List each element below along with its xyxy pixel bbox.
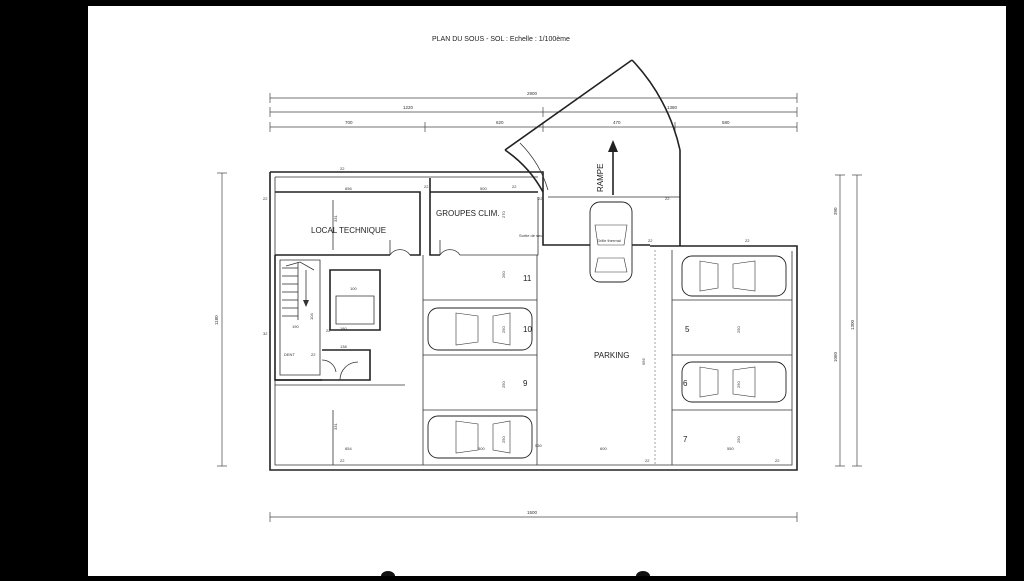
space-number: 11 xyxy=(523,274,532,283)
sortie-label: Sortie de sec xyxy=(519,233,542,238)
dim-label: 138 xyxy=(340,344,347,349)
dim-label: 500 xyxy=(478,446,485,451)
ramp-arrow-icon xyxy=(608,140,618,152)
dim-top-left: 1220 xyxy=(403,105,414,110)
car-space-10 xyxy=(427,307,533,351)
dim-label: 250 xyxy=(501,436,506,443)
dim-label: 331 xyxy=(333,215,338,222)
dim-right-a: 390 xyxy=(833,207,838,215)
dim-label: 22 xyxy=(263,196,268,201)
dim-label: 250 xyxy=(501,381,506,388)
space-number: 10 xyxy=(523,325,532,334)
ramp: RAMPE xyxy=(504,59,681,195)
staircase xyxy=(282,261,315,320)
dimension-lines-side: 1180 390 1060 1300 xyxy=(214,172,862,467)
plan-title: PLAN DU SOUS - SOL : Echelle : 1/100ème xyxy=(432,36,570,43)
parking-space-numbers: 11 10 9 5 6 7 xyxy=(523,274,690,444)
dim-row3-c: 470 xyxy=(613,120,621,125)
dim-label: 104 xyxy=(309,313,314,320)
dim-label: 22 xyxy=(512,184,517,189)
space-number: 9 xyxy=(523,379,528,388)
local-technique-label: LOCAL TECHNIQUE xyxy=(311,226,386,235)
interior-dimensions: 22 656 500 22 22 22 331 270 22 22 22 22 … xyxy=(263,166,780,463)
dim-label: 22 xyxy=(648,238,653,243)
dim-label: 530 xyxy=(535,443,542,448)
grille-label: Grille thermal xyxy=(597,238,621,243)
dim-right-b: 1060 xyxy=(833,351,838,362)
groupes-clim-label: GROUPES CLIM. xyxy=(436,209,500,218)
dim-label: 22 xyxy=(340,458,345,463)
dim-label: 32 xyxy=(263,331,268,336)
parking-label: PARKING xyxy=(594,351,629,360)
dim-label: 22 xyxy=(645,458,650,463)
dim-label: 180 xyxy=(340,326,347,331)
dim-label: 956 xyxy=(641,358,646,365)
dim-label: 22 xyxy=(311,352,316,357)
dim-label: 331 xyxy=(333,423,338,430)
binder-hole-icon xyxy=(381,571,395,581)
dim-label: 22 xyxy=(424,184,429,189)
car-space-4 xyxy=(681,255,787,297)
dim-top-total: 2900 xyxy=(527,91,538,96)
drawing-sheet: PLAN DU SOUS - SOL : Echelle : 1/100ème … xyxy=(88,6,1006,581)
dim-bottom-total: 1500 xyxy=(527,510,538,515)
dimension-line-bottom: 1500 xyxy=(269,510,798,522)
dim-label: 250 xyxy=(736,436,741,443)
dim-label: 656 xyxy=(345,186,352,191)
door-swings xyxy=(321,240,461,381)
dim-label: 270 xyxy=(501,211,506,218)
floor-plan: PLAN DU SOUS - SOL : Echelle : 1/100ème … xyxy=(214,36,862,581)
building-walls xyxy=(269,150,798,471)
dim-row3-b: 620 xyxy=(496,120,504,125)
dim-label: 190 xyxy=(292,324,299,329)
car-space-6 xyxy=(681,361,787,403)
dim-label: 550 xyxy=(727,446,734,451)
dent-label: DENT xyxy=(284,352,295,357)
dimension-lines-top: 2900 1220 1380 700 620 470 580 xyxy=(269,91,798,132)
dim-label: 22 xyxy=(326,328,331,333)
dim-label: 22 xyxy=(775,458,780,463)
dim-label: 500 xyxy=(480,186,487,191)
dim-top-right: 1380 xyxy=(667,105,678,110)
space-number: 5 xyxy=(685,325,690,334)
dim-row3-a: 700 xyxy=(345,120,353,125)
dim-label: 100 xyxy=(350,286,357,291)
dim-right-height: 1300 xyxy=(850,319,855,330)
dim-label: 600 xyxy=(600,446,607,451)
car-ramp xyxy=(589,201,633,283)
dim-label: 22 xyxy=(340,166,345,171)
dim-label: 250 xyxy=(501,271,506,278)
binder-hole-icon xyxy=(636,571,650,581)
dim-label: 22 xyxy=(538,196,543,201)
dim-label: 250 xyxy=(501,326,506,333)
space-number: 6 xyxy=(683,379,688,388)
rampe-label: RAMPE xyxy=(596,164,605,192)
dim-label: 250 xyxy=(736,326,741,333)
dim-label: 22 xyxy=(745,238,750,243)
dim-row3-d: 580 xyxy=(722,120,730,125)
dim-label: 22 xyxy=(665,196,670,201)
dim-label: 654 xyxy=(345,446,352,451)
car-space-8 xyxy=(427,415,533,459)
dim-left-height: 1180 xyxy=(214,315,219,325)
space-number: 7 xyxy=(683,435,688,444)
dim-label: 250 xyxy=(736,381,741,388)
